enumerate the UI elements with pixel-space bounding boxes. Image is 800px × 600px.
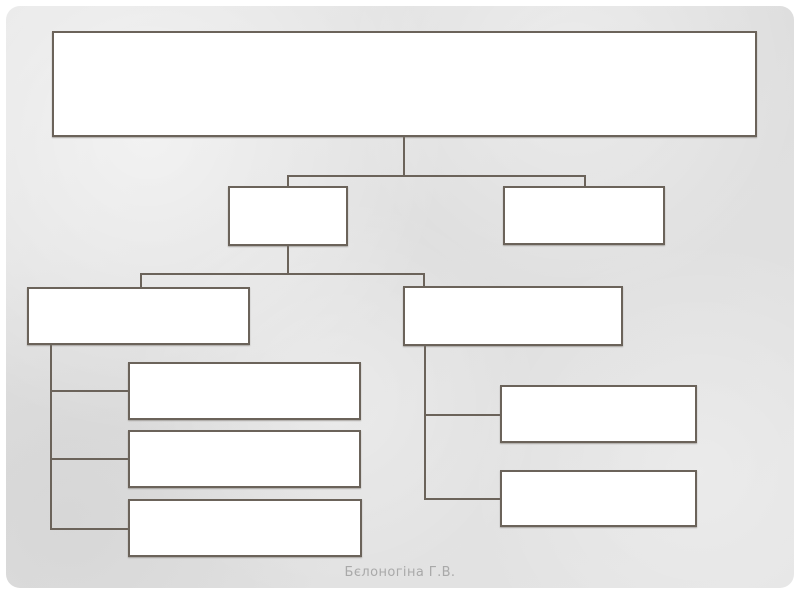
node-label-n6 [239, 389, 251, 393]
connector-c-lvl3-left [140, 273, 142, 288]
connector-c-lvl2-left [287, 175, 289, 187]
node-label-n7 [239, 457, 251, 461]
node-box-n9[interactable] [500, 385, 697, 443]
footer-credit: Бєлоногіна Г.В. [344, 565, 456, 580]
node-label-n5 [507, 314, 519, 318]
connector-c-n5-stub-1 [424, 414, 501, 416]
node-box-n10[interactable] [500, 470, 697, 527]
connector-c-lvl2-right [584, 175, 586, 187]
connector-c-n5-spine [424, 346, 426, 499]
node-label-n3 [578, 214, 590, 218]
node-box-n1[interactable] [52, 31, 757, 137]
connector-c-lvl3-bus [140, 273, 424, 275]
connector-c-n4-stub-2 [50, 458, 129, 460]
node-label-n9 [593, 412, 605, 416]
connector-c-lvl2-bus [287, 175, 586, 177]
node-label-n2 [282, 214, 294, 218]
connector-c-n4-spine [50, 345, 52, 529]
node-box-n2[interactable] [228, 186, 348, 246]
connector-c-n2-stem [287, 246, 289, 274]
connector-c-n4-stub-1 [50, 390, 129, 392]
connector-c-root-stem [403, 137, 405, 175]
connector-c-n4-stub-3 [50, 528, 129, 530]
node-label-n8 [239, 526, 251, 530]
connector-c-lvl3-right [423, 273, 425, 287]
node-box-n7[interactable] [128, 430, 361, 488]
node-box-n8[interactable] [128, 499, 362, 557]
node-box-n4[interactable] [27, 287, 250, 345]
node-box-n5[interactable] [403, 286, 623, 346]
node-label-n10 [593, 497, 605, 501]
node-box-n3[interactable] [503, 186, 665, 245]
connector-c-n5-stub-2 [424, 498, 501, 500]
node-box-n6[interactable] [128, 362, 361, 420]
node-label-n4 [133, 314, 145, 318]
node-label-n1 [399, 82, 411, 86]
